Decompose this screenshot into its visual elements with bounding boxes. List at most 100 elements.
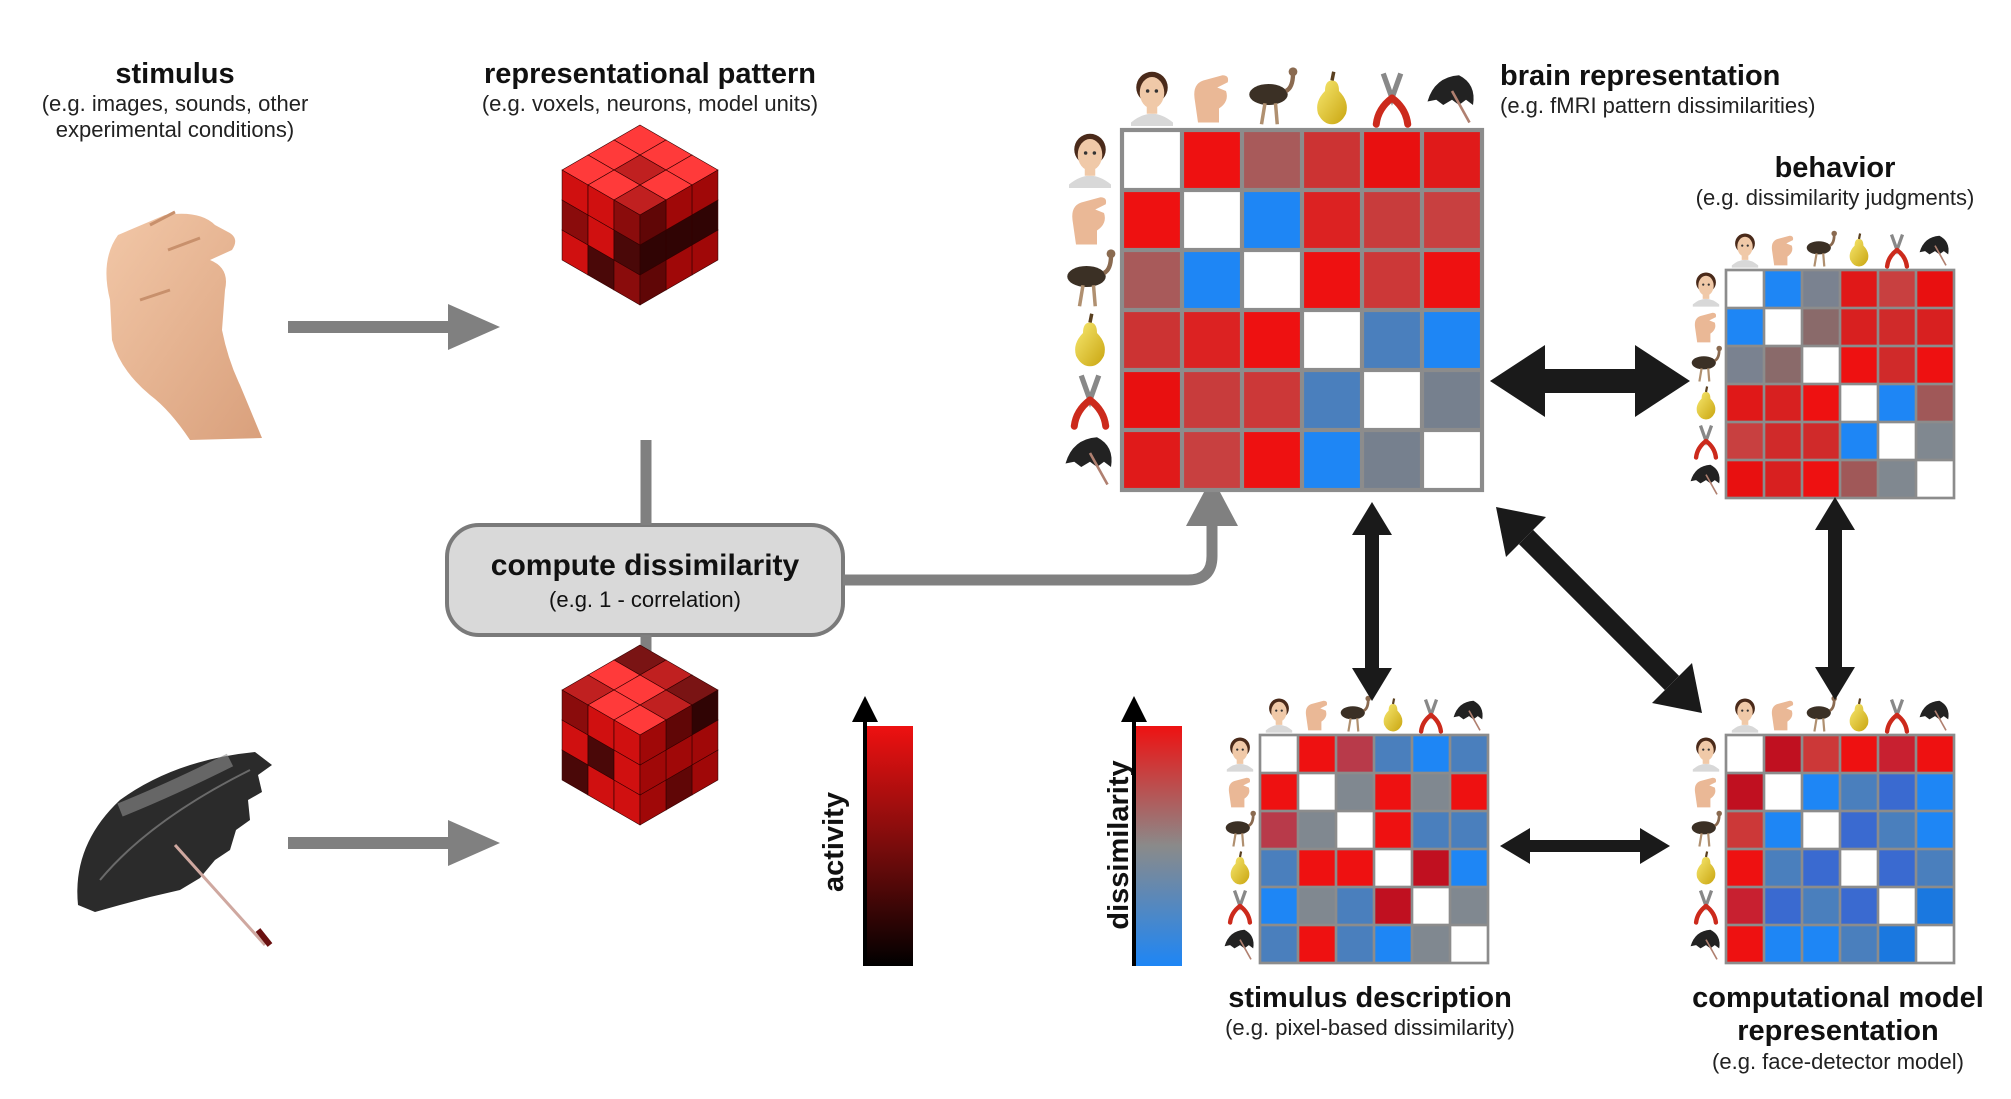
umbrella-icon xyxy=(1918,699,1950,732)
rdm-cell xyxy=(1765,423,1801,459)
rdm-cell xyxy=(1841,850,1877,886)
rdm-cell xyxy=(1917,926,1953,962)
rdm-cell xyxy=(1304,372,1360,428)
rdm-cell xyxy=(1375,926,1411,962)
compute-title: compute dissimilarity xyxy=(490,549,800,582)
pliers-icon xyxy=(1696,891,1716,923)
rdm-cell xyxy=(1299,736,1335,772)
rdm-cell xyxy=(1424,432,1480,488)
rdm-cell xyxy=(1841,736,1877,772)
rdm-cell xyxy=(1879,271,1915,307)
rdm-cell xyxy=(1244,192,1300,248)
hand-stimulus-image xyxy=(106,210,262,440)
rdm-cell xyxy=(1727,271,1763,307)
pear-icon xyxy=(1848,232,1870,268)
behavior-label: behavior (e.g. dissimilarity judgments) xyxy=(1660,152,2010,211)
rdm-cell xyxy=(1413,850,1449,886)
rdm-cell xyxy=(1841,461,1877,497)
stimdesc-subtitle: (e.g. pixel-based dissimilarity) xyxy=(1225,1015,1515,1041)
stimulus-to-pattern-arrows xyxy=(288,304,500,866)
pattern-title: representational pattern xyxy=(484,58,816,90)
rdm-cell xyxy=(1124,132,1180,188)
ostrich-icon xyxy=(1224,809,1258,848)
pliers-icon xyxy=(1887,700,1907,732)
rdm-cell xyxy=(1413,736,1449,772)
pear-icon xyxy=(1229,850,1251,886)
rdm-cell xyxy=(1727,385,1763,421)
representational-pattern-cube-2 xyxy=(561,644,719,826)
rdm-cell xyxy=(1765,736,1801,772)
rdm-cell xyxy=(1879,888,1915,924)
rdm-cell xyxy=(1727,888,1763,924)
umbrella-icon xyxy=(1452,699,1484,732)
rdm-cell xyxy=(1917,850,1953,886)
rdm-cell xyxy=(1727,926,1763,962)
hand-icon xyxy=(1228,777,1251,808)
rdm-cell xyxy=(1299,812,1335,848)
behavior-compmodel-arrow xyxy=(1815,497,1855,700)
compute-subtitle: (e.g. 1 - correlation) xyxy=(549,587,741,612)
rdm-cell xyxy=(1124,252,1180,308)
rdm-cell xyxy=(1424,192,1480,248)
rdm-cell xyxy=(1451,926,1487,962)
pear-icon xyxy=(1315,70,1349,126)
brain-subtitle: (e.g. fMRI pattern dissimilarities) xyxy=(1500,93,1816,119)
rdm-cell xyxy=(1765,850,1801,886)
hand-icon xyxy=(1194,75,1229,123)
rdm-cell xyxy=(1451,850,1487,886)
behavior-subtitle: (e.g. dissimilarity judgments) xyxy=(1695,185,1975,211)
rdm-cell xyxy=(1124,312,1180,368)
rdm-cell xyxy=(1879,347,1915,383)
rdm-cell xyxy=(1244,252,1300,308)
rdm-cell xyxy=(1765,347,1801,383)
face-icon xyxy=(1692,272,1720,307)
stimdesc-compmodel-arrow xyxy=(1500,828,1670,864)
rdm-cell xyxy=(1727,774,1763,810)
rdm-cell xyxy=(1917,347,1953,383)
rdm-cell xyxy=(1364,372,1420,428)
rdm-cell xyxy=(1879,850,1915,886)
rdm-cell xyxy=(1765,774,1801,810)
representational-pattern-cube-1 xyxy=(561,124,719,306)
rdm-cell xyxy=(1727,461,1763,497)
rdm-cell xyxy=(1451,736,1487,772)
pliers-icon xyxy=(1230,891,1250,923)
rdm-cell xyxy=(1841,423,1877,459)
rdm-cell xyxy=(1879,423,1915,459)
rdm-cell xyxy=(1364,252,1420,308)
rdm-cell xyxy=(1424,132,1480,188)
pear-icon xyxy=(1695,850,1717,886)
rdm-cell xyxy=(1337,850,1373,886)
rdm-cell xyxy=(1727,736,1763,772)
rdm-cell xyxy=(1337,774,1373,810)
rdm-cell xyxy=(1879,736,1915,772)
rdm-cell xyxy=(1841,774,1877,810)
face-icon xyxy=(1265,698,1293,733)
rdm-cell xyxy=(1917,736,1953,772)
hand-icon xyxy=(1305,700,1328,731)
rdm-cell xyxy=(1413,812,1449,848)
pliers-icon xyxy=(1887,235,1907,267)
umbrella-icon xyxy=(1223,928,1255,961)
face-icon xyxy=(1226,737,1254,772)
pliers-icon xyxy=(1376,74,1408,125)
rdm-cell xyxy=(1304,312,1360,368)
compmodel-label: computational model representation (e.g.… xyxy=(1665,982,2011,1074)
stimulus-subtitle: (e.g. images, sounds, other experimental… xyxy=(41,91,309,142)
pear-icon xyxy=(1695,385,1717,421)
stimulus-description-rdm xyxy=(1223,694,1490,965)
brain-rdm xyxy=(1064,67,1485,493)
rdm-cell xyxy=(1841,347,1877,383)
rdm-cell xyxy=(1244,312,1300,368)
rdm-cell xyxy=(1765,385,1801,421)
pattern-subtitle: (e.g. voxels, neurons, model units) xyxy=(481,91,819,117)
rdm-cell xyxy=(1765,812,1801,848)
umbrella-stimulus-image xyxy=(77,752,273,947)
face-icon xyxy=(1731,233,1759,268)
hand-icon xyxy=(1771,700,1794,731)
rdm-cell xyxy=(1727,423,1763,459)
rdm-cell xyxy=(1244,132,1300,188)
brain-behavior-arrow xyxy=(1490,345,1690,417)
hand-icon xyxy=(1694,312,1717,343)
